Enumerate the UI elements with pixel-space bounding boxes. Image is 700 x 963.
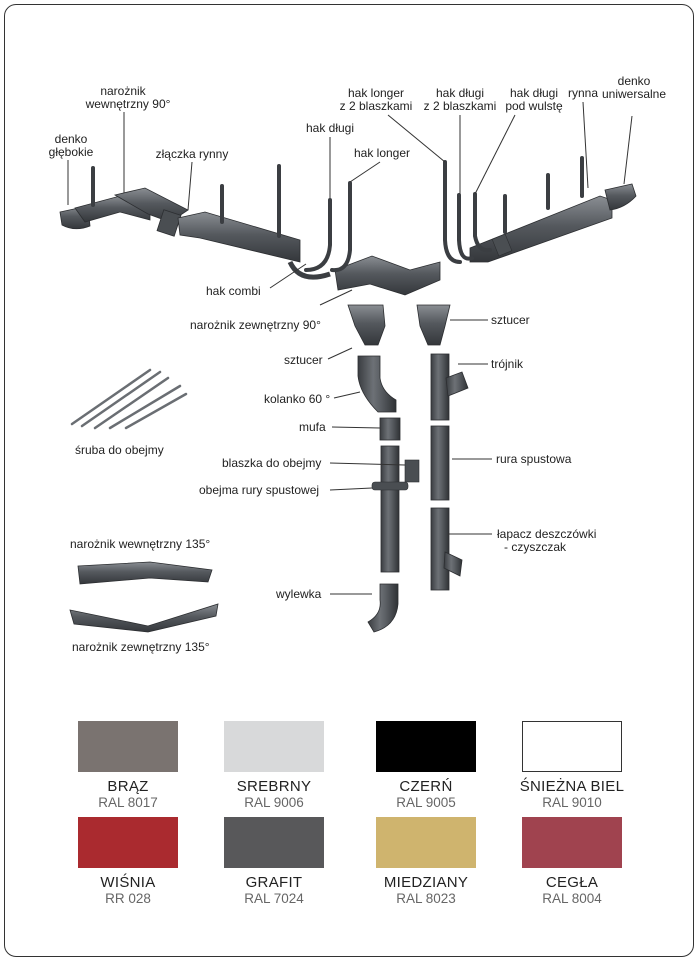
gutter-assembly <box>59 156 637 296</box>
gutter-system-diagram: narożnik wewnętrzny 90° denko głębokie z… <box>49 74 667 654</box>
label-naroznik-wewnetrzny-135: narożnik wewnętrzny 135° <box>70 537 210 551</box>
label-obejma-rury-spustowej: obejma rury spustowej <box>199 483 319 497</box>
swatch-wisnia <box>78 817 178 868</box>
zlaczka-rynny-part <box>156 209 182 237</box>
obejma-part <box>371 481 409 491</box>
downpipe-left <box>347 304 420 633</box>
rura-left-part <box>380 445 400 573</box>
hak-combi-part <box>287 260 331 280</box>
label-kolanko-60: kolanko 60 ° <box>264 392 330 406</box>
label-rynna: rynna <box>568 86 598 100</box>
label-wylewka: wylewka <box>275 587 322 601</box>
label-lapacz-2: - czyszczak <box>504 540 567 554</box>
label-lapacz-1: łapacz deszczówki <box>497 527 596 541</box>
label-naroznik-wewnetrzny-90-1: narożnik <box>100 84 146 98</box>
label-hak-longer-2-1: hak longer <box>348 86 404 100</box>
label-sztucer-left: sztucer <box>284 353 323 367</box>
swatch-code-grafit: RAL 7024 <box>244 891 304 906</box>
swatch-name-miedziany: MIEDZIANY <box>383 874 469 891</box>
gutter-left-long <box>177 211 301 263</box>
sruba-do-obejmy-part <box>70 368 188 430</box>
naroznik-wewnetrzny-135-part <box>77 561 213 585</box>
kolanko-60-part <box>357 355 397 413</box>
blaszka-part <box>404 459 420 483</box>
swatch-srebrny <box>224 721 324 772</box>
hooks <box>91 156 584 273</box>
label-denko-uniwersalne-2: uniwersalne <box>602 87 666 101</box>
label-rura-spustowa: rura spustowa <box>496 452 572 466</box>
label-hak-longer: hak longer <box>354 146 410 160</box>
label-hak-combi: hak combi <box>206 284 261 298</box>
swatch-code-czern: RAL 9005 <box>396 795 456 810</box>
swatch-name-wisnia: WIŚNIA <box>100 874 156 891</box>
rura-right-part <box>430 425 450 501</box>
label-sztucer-right: sztucer <box>491 313 530 327</box>
label-denko-glebokie-1: denko <box>55 132 88 146</box>
swatch-code-cegla: RAL 8004 <box>542 891 602 906</box>
label-naroznik-zewnetrzny-90: narożnik zewnętrzny 90° <box>190 318 321 332</box>
denko-uniwersalne-part <box>604 183 637 211</box>
label-hak-dlugi-wulst-1: hak długi <box>510 86 558 100</box>
naroznik-zewnetrzny-135-part <box>69 603 219 633</box>
lapacz-part <box>430 507 450 591</box>
trojnik-branch <box>445 371 469 397</box>
wylewka-part <box>367 583 399 633</box>
swatch-code-braz: RAL 8017 <box>98 795 158 810</box>
label-hak-longer-2-2: z 2 blaszkami <box>340 99 413 113</box>
swatch-code-miedziany: RAL 8023 <box>396 891 456 906</box>
label-naroznik-zewnetrzny-135: narożnik zewnętrzny 135° <box>72 640 210 654</box>
label-denko-uniwersalne-1: denko <box>618 74 651 88</box>
swatch-name-grafit: GRAFIT <box>245 874 303 891</box>
swatch-name-czern: CZERŃ <box>399 778 453 795</box>
label-denko-glebokie-2: głębokie <box>49 145 94 159</box>
swatch-cegla <box>522 817 622 868</box>
swatch-braz <box>78 721 178 772</box>
swatch-name-braz: BRĄZ <box>107 778 149 795</box>
label-zlaczka-rynny: złączka rynny <box>156 147 229 161</box>
label-blaszka-do-obejmy: blaszka do obejmy <box>222 456 321 470</box>
mufa-part <box>379 417 401 441</box>
label-hak-dlugi-2-2: z 2 blaszkami <box>424 99 497 113</box>
label-trojnik: trójnik <box>491 357 524 371</box>
leader-lines <box>67 101 633 595</box>
swatch-name-biel: ŚNIEŻNA BIEL <box>519 778 625 795</box>
downpipe-right <box>416 304 469 591</box>
label-hak-dlugi-wulst-2: pod wulstę <box>505 99 563 113</box>
label-sruba-do-obejmy: śruba do obejmy <box>75 443 164 457</box>
label-hak-dlugi-2-1: hak długi <box>436 86 484 100</box>
swatch-grafit <box>224 817 324 868</box>
swatch-code-biel: RAL 9010 <box>542 795 602 810</box>
zlaczka-right-part <box>491 233 513 257</box>
page-frame <box>4 4 694 957</box>
swatch-code-srebrny: RAL 9006 <box>244 795 304 810</box>
swatch-czern <box>376 721 476 772</box>
label-naroznik-wewnetrzny-90-2: wewnętrzny 90° <box>85 97 171 111</box>
swatch-name-srebrny: SREBRNY <box>236 778 312 795</box>
label-mufa: mufa <box>299 420 326 434</box>
swatch-name-cegla: CEGŁA <box>545 874 599 891</box>
gutter-right-long <box>469 195 613 263</box>
sztucer-right-part <box>416 304 451 346</box>
trojnik-part <box>430 353 450 421</box>
naroznik-zewnetrzny-90-part <box>334 255 441 296</box>
swatch-code-wisnia: RR 028 <box>105 891 151 906</box>
label-hak-dlugi: hak długi <box>306 121 354 135</box>
sztucer-left-part <box>347 304 386 346</box>
swatch-biel <box>522 721 622 772</box>
swatch-miedziany <box>376 817 476 868</box>
lapacz-spout <box>443 551 463 577</box>
